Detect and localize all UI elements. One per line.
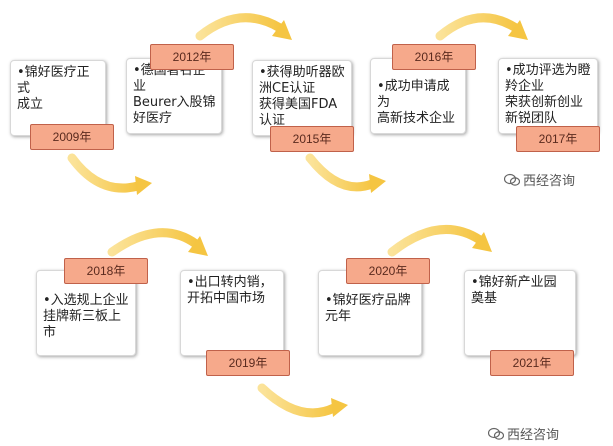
milestone-text: •成功申请成为 高新技术企业 bbox=[377, 79, 456, 126]
arrow-2020-2021 bbox=[387, 225, 485, 257]
watermark-bottom: 西经咨询 bbox=[487, 424, 560, 443]
milestone-text: •获得助听器欧 洲CE认证 获得美国FDA 认证 bbox=[259, 65, 345, 128]
chat-bubble-icon bbox=[503, 173, 521, 187]
milestone-card-2016: •成功申请成为 高新技术企业 bbox=[370, 58, 466, 134]
arrow-2016-2017 bbox=[435, 13, 521, 41]
milestone-card-2009: •锦好医疗正式 成立 bbox=[10, 60, 106, 136]
arrow-head-2020-2021 bbox=[472, 232, 492, 252]
milestone-text: •成功评选为瞪 羚企业 荣获创新创业 新锐团队 bbox=[505, 63, 591, 126]
arrow-2018-2019 bbox=[107, 228, 201, 257]
arrow-2019-2020 bbox=[257, 383, 339, 418]
year-label-2019: 2019年 bbox=[206, 350, 290, 376]
milestone-text: •锦好医疗正式 成立 bbox=[17, 65, 90, 112]
milestone-card-2018: •入选规上企业 挂牌新三板上 市 bbox=[36, 270, 136, 356]
milestone-text: •锦好新产业园 奠基 bbox=[471, 275, 557, 306]
milestone-text: •入选规上企业 挂牌新三板上 市 bbox=[43, 293, 129, 340]
milestone-card-2020: •锦好医疗品牌 元年 bbox=[318, 270, 422, 356]
arrow-head-2015-2016 bbox=[369, 174, 386, 193]
watermark-top: 西经咨询 bbox=[503, 170, 576, 189]
year-label-2018: 2018年 bbox=[64, 258, 148, 284]
milestone-card-2019: •出口转内销， 开拓中国市场 bbox=[180, 270, 284, 356]
milestone-text: •德国著名企业 Beurer入股锦 好医疗 bbox=[133, 63, 216, 126]
milestone-card-2012: •德国著名企业 Beurer入股锦 好医疗 bbox=[126, 58, 222, 134]
arrow-head-2018-2019 bbox=[188, 236, 208, 256]
milestone-card-2021: •锦好新产业园 奠基 bbox=[464, 270, 576, 356]
arrow-head-2019-2020 bbox=[331, 398, 348, 417]
milestone-text: •出口转内销， 开拓中国市场 bbox=[187, 275, 273, 306]
watermark-text: 西经咨询 bbox=[523, 174, 576, 189]
arrow-2009-2012 bbox=[67, 153, 143, 193]
arrow-head-2016-2017 bbox=[508, 20, 528, 40]
arrow-2015-2016 bbox=[305, 153, 377, 192]
year-label-2021: 2021年 bbox=[490, 350, 574, 376]
milestone-card-2015: •获得助听器欧 洲CE认证 获得美国FDA 认证 bbox=[252, 60, 352, 136]
watermark-text: 西经咨询 bbox=[507, 428, 560, 443]
arrow-2012-2015 bbox=[195, 13, 285, 41]
chat-bubble-icon bbox=[487, 427, 505, 441]
milestone-text: •锦好医疗品牌 元年 bbox=[325, 293, 411, 324]
year-label-2012: 2012年 bbox=[150, 44, 234, 70]
arrow-head-2009-2012 bbox=[135, 176, 152, 195]
year-label-2016: 2016年 bbox=[392, 44, 476, 70]
arrow-head-2012-2015 bbox=[272, 20, 292, 40]
year-label-2020: 2020年 bbox=[346, 258, 430, 284]
year-label-2009: 2009年 bbox=[30, 124, 114, 150]
year-label-2015: 2015年 bbox=[270, 126, 354, 152]
milestone-card-2017: •成功评选为瞪 羚企业 荣获创新创业 新锐团队 bbox=[498, 58, 598, 134]
year-label-2017: 2017年 bbox=[516, 126, 600, 152]
